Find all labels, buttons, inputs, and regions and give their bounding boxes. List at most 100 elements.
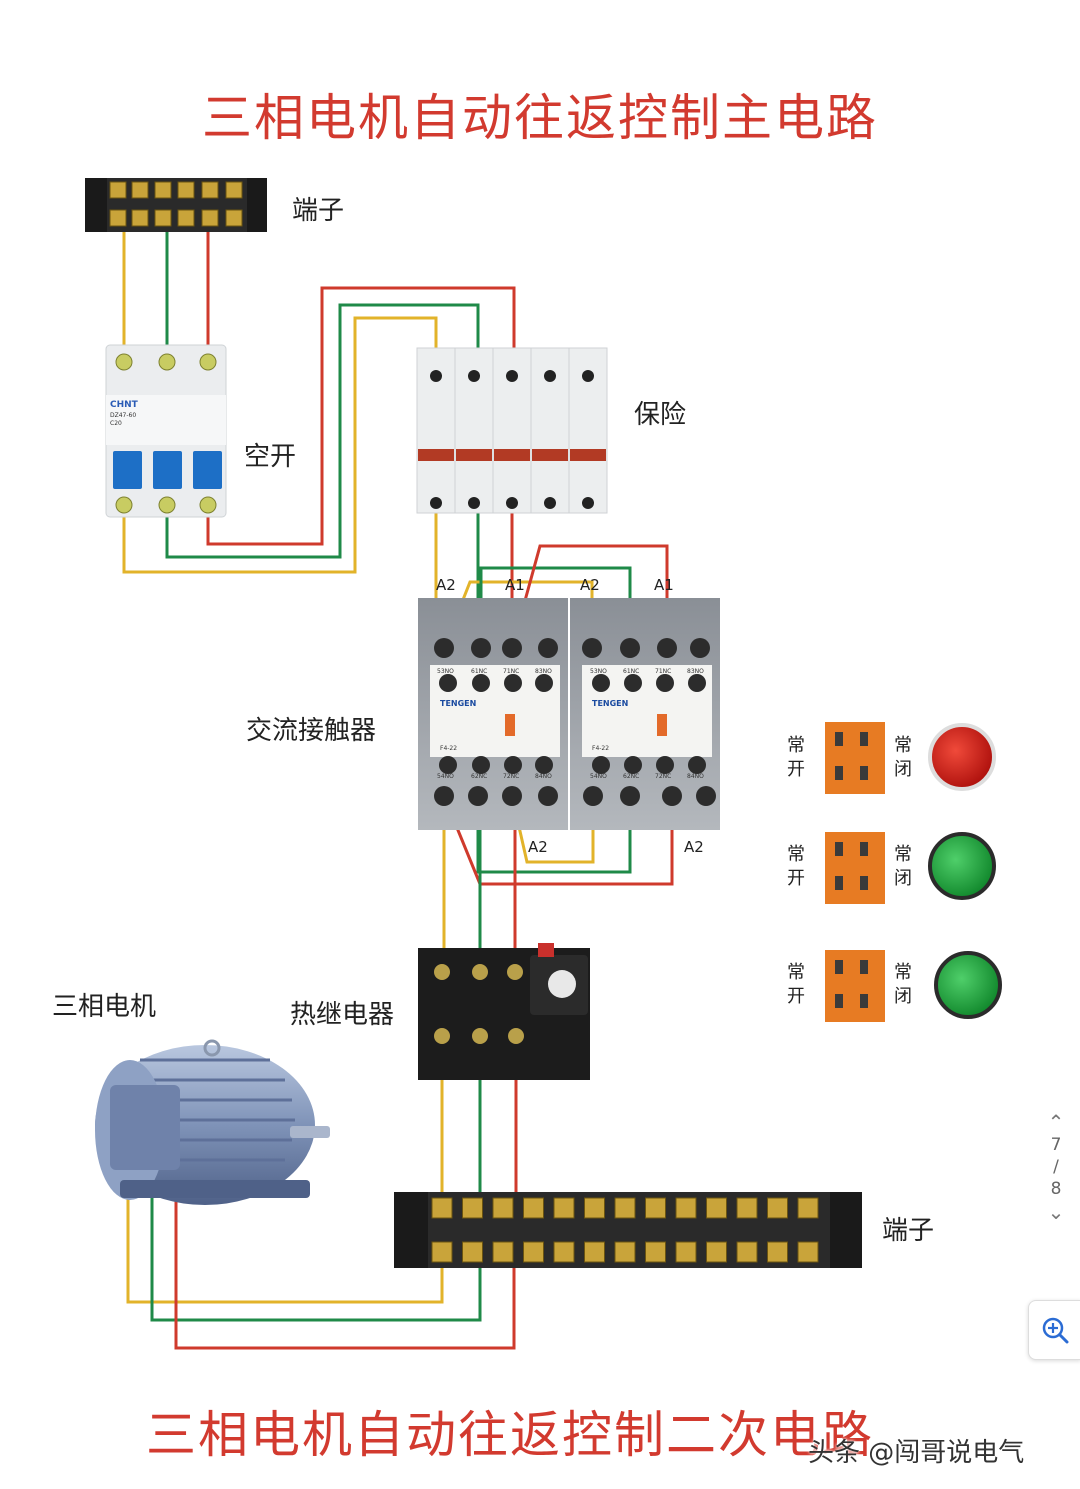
button-1-no-label: 常开	[787, 735, 805, 780]
wire-red-breaker-fuse	[206, 286, 516, 546]
fuse-label: 保险	[634, 400, 687, 430]
button-2-no-label: 常开	[787, 844, 805, 889]
contactor-2-a2-bottom-label: A2	[684, 838, 704, 856]
terminal-screw	[614, 1241, 636, 1263]
contactor-1: TENGEN F4-22 53NO 61NC 71NC 83NO 54NO 62…	[418, 598, 568, 830]
wire-yellow-breaker-fuse	[122, 316, 438, 574]
reverse-button-icon[interactable]	[934, 951, 1002, 1019]
terminal-screw	[431, 1197, 453, 1219]
wire-red-cross-top	[510, 544, 669, 649]
terminal-screw	[462, 1241, 483, 1263]
contactor-1-term-6: 72NC	[503, 773, 519, 780]
contactor-2-term-7: 84NO	[687, 773, 704, 780]
contactor-2-term-4: 54NO	[590, 773, 607, 780]
push-buttons	[825, 722, 1002, 1022]
contactor-1-term-7: 84NO	[535, 773, 552, 780]
three-phase-motor	[95, 1039, 330, 1205]
page-current: 7	[1050, 1135, 1062, 1155]
page-total: 8	[1050, 1179, 1062, 1199]
button-3-nc-label: 常闭	[894, 962, 912, 1007]
thermal-relay-label: 热继电器	[290, 1000, 395, 1030]
contactor-1-term-4: 54NO	[437, 773, 454, 780]
contactor-1-brand: TENGEN	[440, 699, 476, 708]
contactor-2-term-2: 71NC	[655, 668, 671, 675]
terminal-screw	[553, 1197, 575, 1219]
terminal-screw	[767, 1197, 788, 1219]
breaker-model: DZ47-60	[110, 412, 136, 419]
wire-yellow-terminal-motor	[126, 1190, 444, 1304]
page-navigator: ⌃ 7 / 8 ⌄	[1036, 1110, 1076, 1224]
terminal-screw	[675, 1197, 697, 1219]
terminal-screw	[553, 1241, 575, 1263]
wire-green-cross-bottom	[476, 796, 632, 874]
contactor-2-model: F4-22	[592, 745, 609, 752]
contactor-2-term-3: 83NO	[687, 668, 704, 675]
contactor-label: 交流接触器	[246, 716, 377, 746]
terminal-screw	[645, 1197, 666, 1219]
terminal-screw	[462, 1197, 483, 1219]
breaker-rating: C20	[110, 420, 122, 427]
contactor-2-term-5: 62NC	[623, 773, 639, 780]
zoom-in-button[interactable]	[1028, 1300, 1080, 1360]
forward-button-icon[interactable]	[928, 832, 996, 900]
terminal-screw	[797, 1197, 819, 1219]
contactor-1-model: F4-22	[440, 745, 457, 752]
contactor-1-term-2: 71NC	[503, 668, 519, 675]
terminal-screw	[797, 1241, 819, 1263]
terminal-screw	[736, 1197, 758, 1219]
terminal-top-label: 端子	[292, 196, 345, 226]
button-module-2	[825, 832, 996, 904]
wire-red-cross-bottom	[442, 795, 674, 886]
terminal-screw	[584, 1197, 605, 1219]
breaker-label: 空开	[244, 442, 297, 472]
terminal-screw	[614, 1197, 636, 1219]
thermal-relay	[418, 943, 590, 1080]
terminal-screw	[431, 1241, 453, 1263]
wire-red-terminal-motor	[174, 1190, 516, 1350]
terminal-screw	[492, 1241, 514, 1263]
page-separator: /	[1053, 1157, 1059, 1177]
contactor-2-term-6: 72NC	[655, 773, 671, 780]
page-title: 三相电机自动往返控制主电路	[202, 89, 878, 147]
fuse-block	[416, 347, 608, 514]
button-1-nc-label: 常闭	[894, 735, 912, 780]
terminal-screw	[736, 1241, 758, 1263]
wire-green-terminal-motor	[150, 1190, 482, 1322]
terminal-bottom-label: 端子	[882, 1216, 935, 1246]
contactor-2-brand: TENGEN	[592, 699, 628, 708]
terminal-screw	[584, 1241, 605, 1263]
contactor-2-a1-label: A1	[654, 576, 674, 594]
chevron-down-icon[interactable]: ⌄	[1047, 1200, 1065, 1224]
button-3-no-label: 常开	[787, 962, 805, 1007]
contactor-1-a2-label: A2	[436, 576, 456, 594]
terminal-screw	[492, 1197, 514, 1219]
zoom-in-icon	[1042, 1317, 1069, 1344]
terminal-screw	[523, 1241, 544, 1263]
contactor-1-term-1: 61NC	[471, 668, 487, 675]
terminal-block-top	[85, 178, 267, 232]
button-module-1	[825, 722, 996, 794]
contactor-1-term-0: 53NO	[437, 668, 454, 675]
stop-button-icon[interactable]	[928, 723, 996, 791]
contactor-2-term-1: 61NC	[623, 668, 639, 675]
motor-label: 三相电机	[52, 992, 157, 1022]
button-2-nc-label: 常闭	[894, 844, 912, 889]
terminal-screw	[675, 1241, 697, 1263]
terminal-screw	[706, 1197, 727, 1219]
breaker-brand: CHNT	[110, 400, 139, 410]
contactor-2: TENGEN F4-22 53NO 61NC 71NC 83NO 54NO 62…	[570, 598, 720, 830]
terminal-screw	[767, 1241, 788, 1263]
terminal-block-bottom	[394, 1192, 862, 1268]
contactor-1-a2-bottom-label: A2	[528, 838, 548, 856]
watermark: 头条 @闯哥说电气	[808, 1438, 1025, 1468]
terminal-screw	[645, 1241, 666, 1263]
terminal-screw	[523, 1197, 544, 1219]
contactor-2-a2-label: A2	[580, 576, 600, 594]
contactor-1-term-3: 83NO	[535, 668, 552, 675]
circuit-breaker: CHNT DZ47-60 C20	[105, 344, 227, 518]
chevron-up-icon[interactable]: ⌃	[1047, 1110, 1065, 1134]
button-module-3	[825, 950, 1002, 1022]
contactor-2-term-0: 53NO	[590, 668, 607, 675]
terminal-screw	[706, 1241, 727, 1263]
